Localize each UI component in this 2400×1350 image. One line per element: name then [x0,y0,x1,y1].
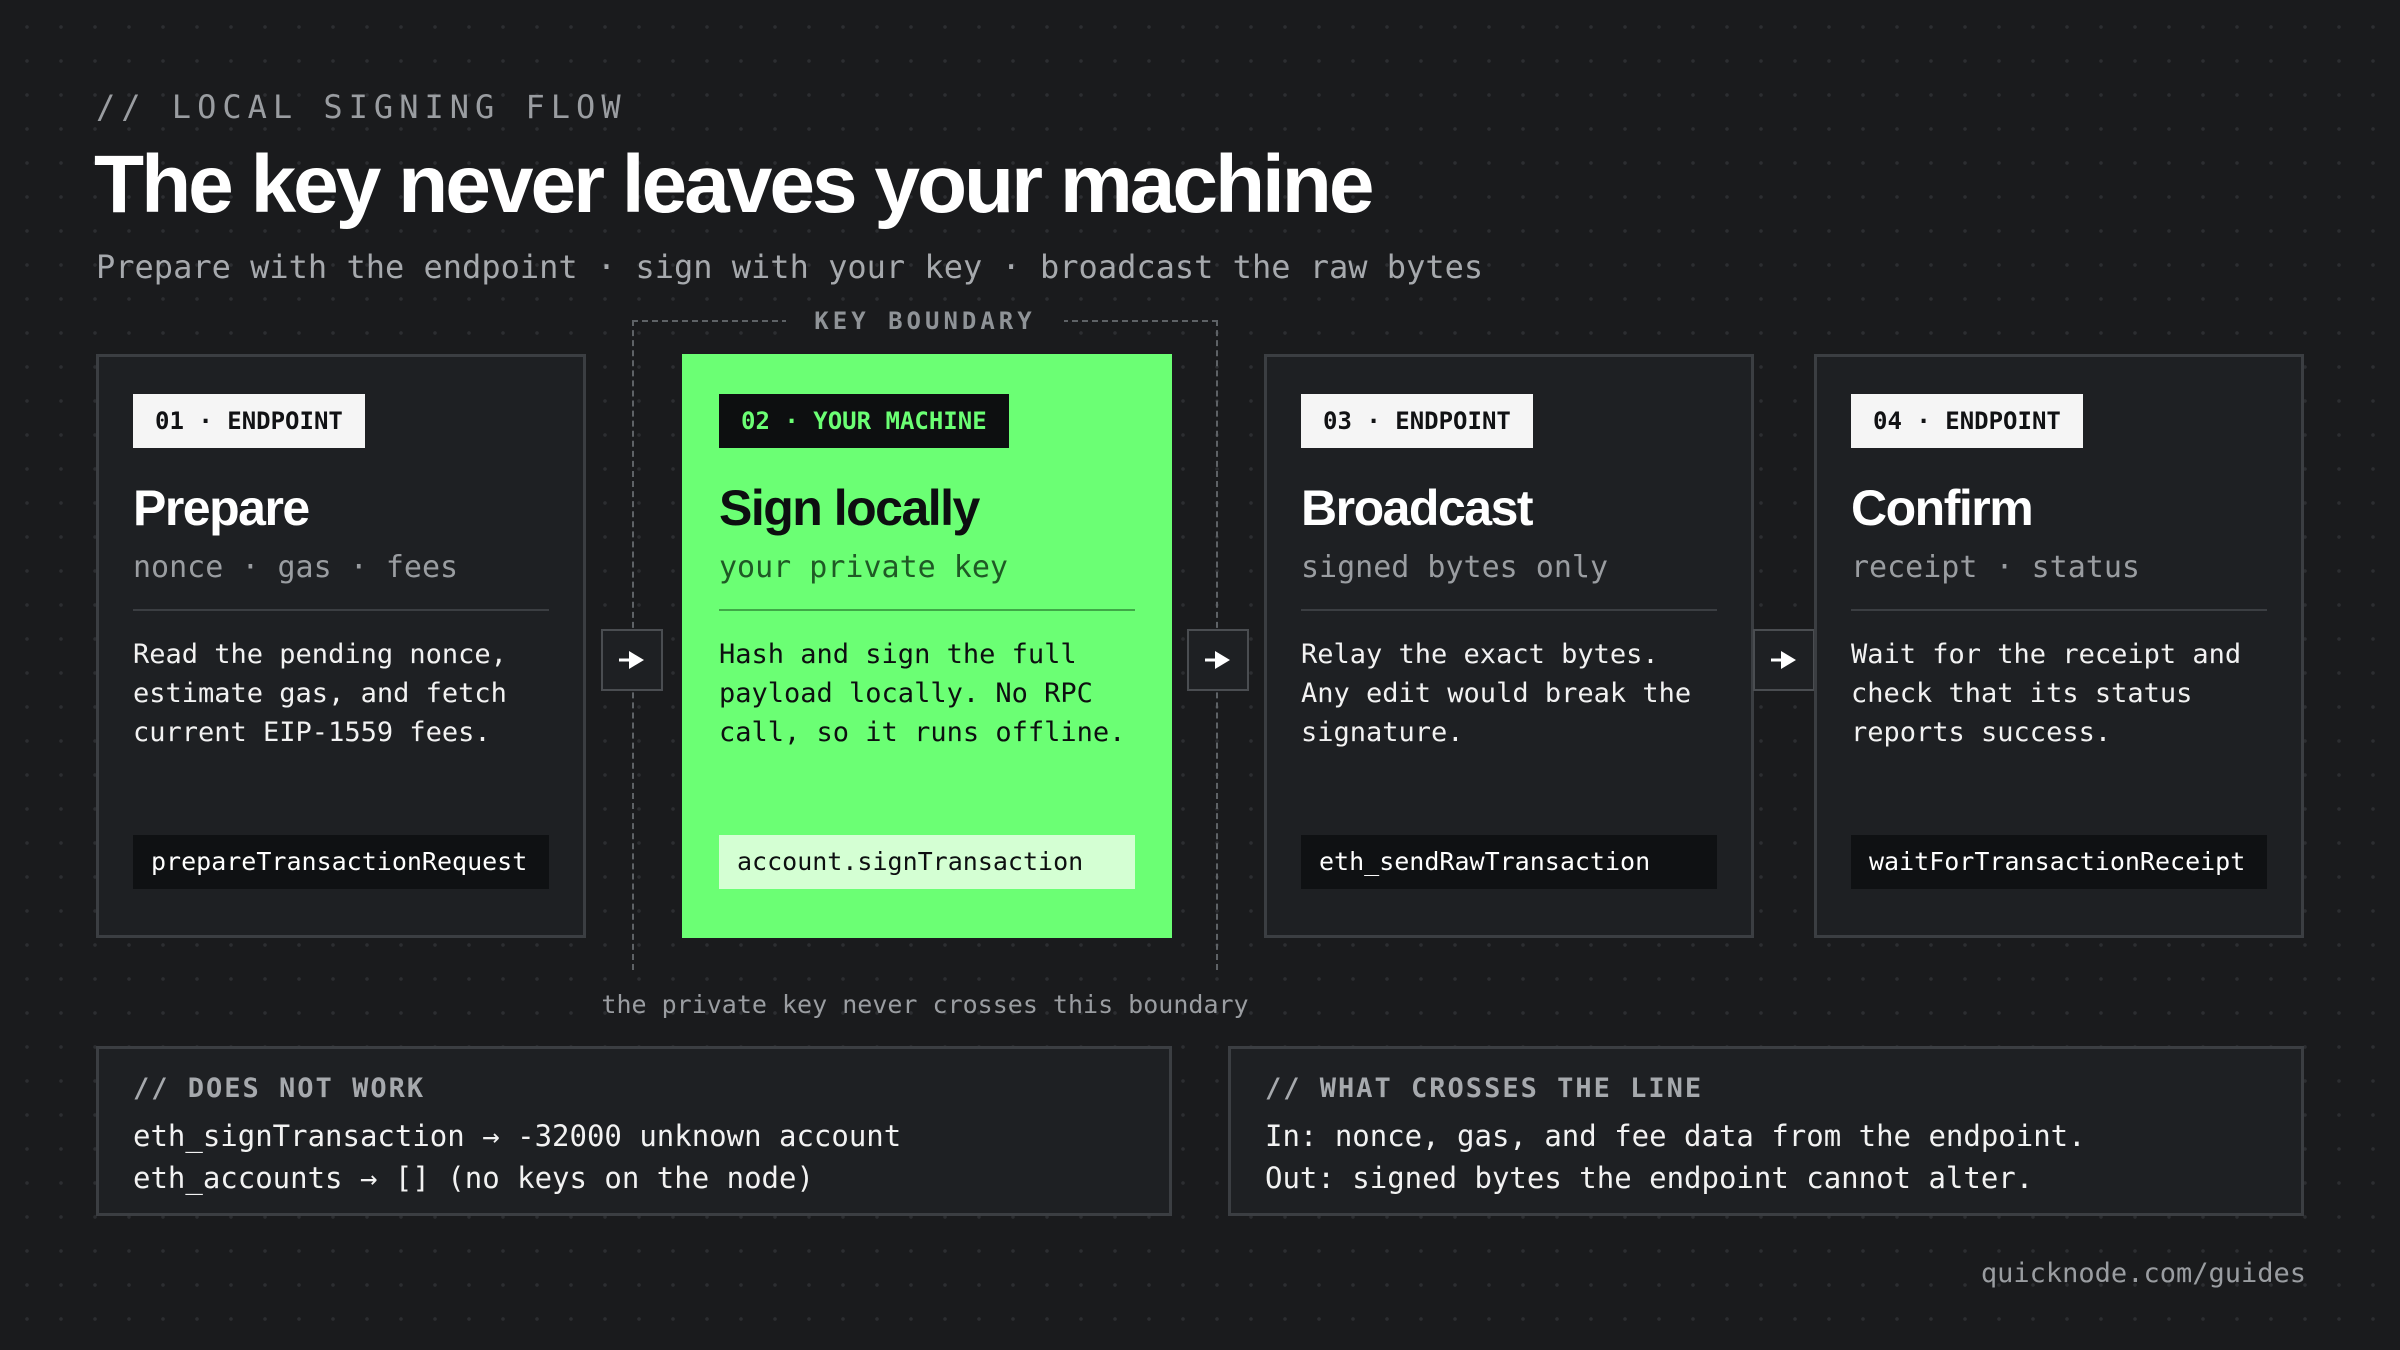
flow-arrow [601,629,663,691]
step-divider [1851,609,2267,611]
panel-title: // WHAT CROSSES THE LINE [1265,1073,1704,1104]
step-title: Prepare [133,480,310,536]
step-title: Confirm [1851,480,2034,536]
step-divider [719,609,1135,611]
step-method-code: waitForTransactionReceipt [1851,835,2267,889]
page-title: The key never leaves your machine [94,139,1375,230]
eyebrow-label: // LOCAL SIGNING FLOW [96,88,627,126]
flow-arrow [1753,629,1815,691]
arrow-right-icon [1771,651,1796,669]
step-method-code: account.signTransaction [719,835,1135,889]
step-description: Hash and sign the full payload locally. … [719,639,1126,748]
step-subtitle: your private key [719,550,1008,585]
step-tag: 01 · ENDPOINT [133,394,365,448]
step-title: Broadcast [1301,480,1534,536]
step-subtitle: receipt · status [1851,550,2140,585]
arrow-right-icon [1205,651,1230,669]
step-card-prepare: 01 · ENDPOINT Prepare nonce · gas · fees… [96,354,586,938]
panel-line: In: nonce, gas, and fee data from the en… [1265,1119,2086,1153]
does-not-work-panel: // DOES NOT WORK eth_signTransaction → -… [96,1046,1172,1216]
panel-line: Out: signed bytes the endpoint cannot al… [1265,1161,2034,1195]
step-description: Wait for the receipt and check that its … [1851,639,2242,748]
panel-line: eth_signTransaction → -32000 unknown acc… [133,1119,902,1153]
step-method-code: prepareTransactionRequest [133,835,549,889]
step-description: Read the pending nonce, estimate gas, an… [133,639,507,748]
step-card-confirm: 04 · ENDPOINT Confirm receipt · status W… [1814,354,2304,938]
step-subtitle: signed bytes only [1301,550,1609,585]
step-divider [133,609,549,611]
key-boundary-label: KEY BOUNDARY [786,306,1064,336]
step-divider [1301,609,1717,611]
key-boundary-caption: the private key never crosses this bound… [601,990,1249,1019]
step-tag: 04 · ENDPOINT [1851,394,2083,448]
footer-url: quicknode.com/guides [1980,1258,2306,1289]
step-tag: 02 · YOUR MACHINE [719,394,1009,448]
panel-line: eth_accounts → [] (no keys on the node) [133,1161,814,1195]
step-title: Sign locally [719,480,980,536]
panel-title: // DOES NOT WORK [133,1073,426,1104]
arrow-right-icon [619,651,644,669]
flow-arrow [1187,629,1249,691]
step-description: Relay the exact bytes. Any edit would br… [1301,639,1692,748]
what-crosses-panel: // WHAT CROSSES THE LINE In: nonce, gas,… [1228,1046,2304,1216]
step-method-code: eth_sendRawTransaction [1301,835,1717,889]
page-subtitle: Prepare with the endpoint · sign with yo… [96,248,1484,286]
step-tag: 03 · ENDPOINT [1301,394,1533,448]
step-subtitle: nonce · gas · fees [133,550,459,585]
step-card-sign-locally: 02 · YOUR MACHINE Sign locally your priv… [682,354,1172,938]
step-card-broadcast: 03 · ENDPOINT Broadcast signed bytes onl… [1264,354,1754,938]
